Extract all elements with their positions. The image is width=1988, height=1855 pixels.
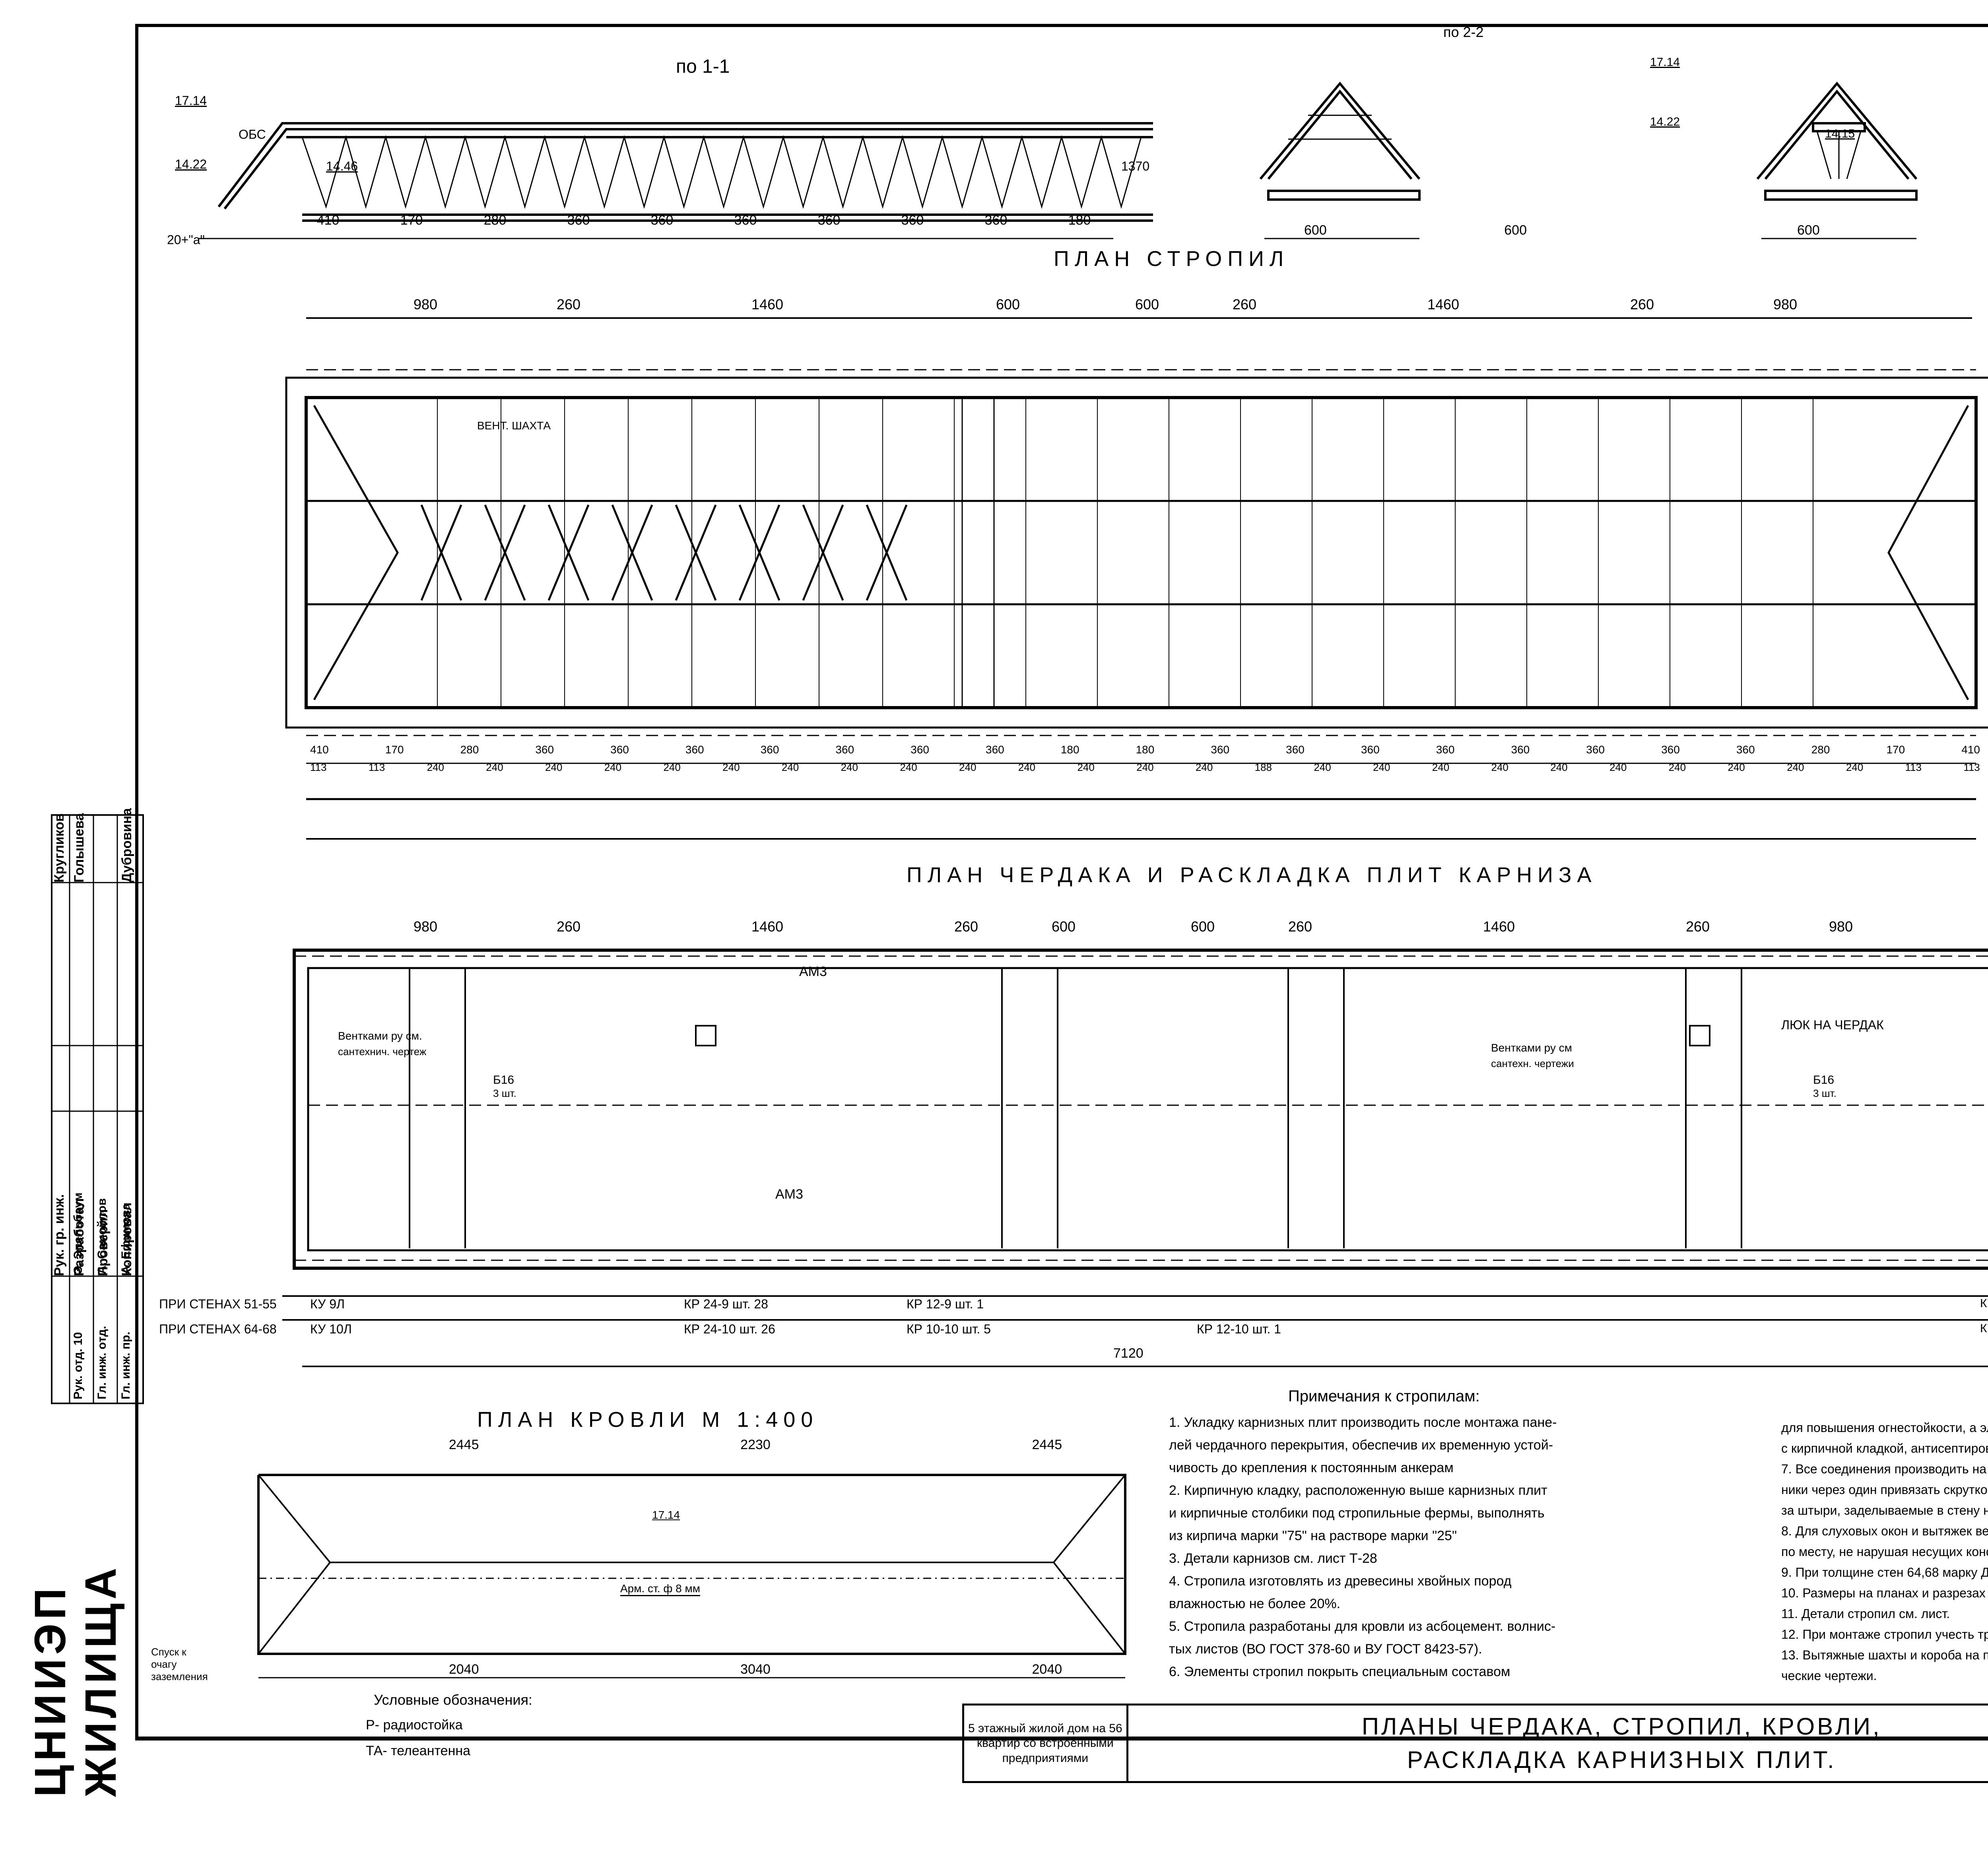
attic-plan-drawing [282,949,1988,1321]
sig-name-6: А. Самойлов [95,1198,109,1274]
sec22-elev-14-22: 14.22 [1650,115,1680,128]
sig-role-1: Рук. гр. инж. [52,1194,67,1276]
sig-name-2: Голышева [72,813,87,883]
b16-right: Б16 [1813,1073,1835,1087]
row-51-55-label: ПРИ СТЕНАХ 51-55 [159,1297,277,1311]
roof-plan-title: ПЛАН КРОВЛИ М 1:400 [477,1408,819,1432]
b16-left: Б16 [493,1073,514,1087]
row-64-68-label: ПРИ СТЕНАХ 64-68 [159,1322,277,1336]
section-2-2-title: по 2-2 [1443,24,1484,40]
attic-am3-top: АМ3 [799,964,827,979]
elevation-17-14: 17.14 [175,93,207,108]
sig-name-4: Дубровина [119,808,134,883]
signature-grid [51,814,144,1404]
project-desc: 5 этажный жилой дом на 56 квартир со вст… [962,1704,1128,1783]
rafter-plan-title: ПЛАН СТРОПИЛ [1054,247,1289,271]
rafter-plan-drawing [285,317,1988,840]
hatch-label: ЛЮК НА ЧЕРДАК [1781,1018,1884,1032]
attic-plan-title: ПЛАН ЧЕРДАКА И РАСКЛАДКА ПЛИТ КАРНИЗА [907,863,1597,887]
vent-left-1: Вентками ру см. [338,1030,422,1042]
b16-right-qty: 3 шт. [1813,1087,1837,1099]
sig-role-6: Гл. инж. отд. [95,1326,109,1399]
row-64-68-item-1: КР 24-10 шт. 26 [684,1322,775,1336]
vent-left-2: сантехнич. чертеж [338,1046,427,1058]
truss-x-marks [420,504,908,601]
rafter-plan-top-dims: 980 260 1460 600 600 260 1460 260 980 [413,296,1798,312]
overall-dim-line [302,1366,1988,1367]
b16-left-qty: 3 шт. [493,1087,516,1099]
section-2-2-drawing [1259,81,1421,239]
roof-elev: 17.14 [652,1509,680,1521]
vent-right-1: Вентками ру см [1491,1042,1572,1054]
sig-name-1: Кругликов [52,813,67,883]
row-51-55-item-2: КР 12-9 шт. 1 [907,1297,984,1311]
rebar-label: Арм. ст. ф 8 мм [620,1582,701,1596]
sig-name-7: А. Ефимова [119,1203,132,1274]
label-obs: ОБС [239,127,266,142]
title-block: 5 этажный жилой дом на 56 квартир со вст… [962,1704,1988,1783]
elevation-14-46: 14.46 [326,159,358,173]
sig-role-7: Гл. инж. пр. [119,1331,132,1399]
sig-role-5: Рук. отд. 10 [72,1332,85,1399]
legend-item-radio: Р- радиостойка [366,1717,463,1733]
sig-name-5: Э. Эпельбаум [72,1192,85,1274]
row-64-68-item-2: КР 10-10 шт. 5 [907,1322,991,1336]
sec33-elev-14-15: 14.15 [1825,127,1855,140]
overall-dim: 7120 [1113,1346,1143,1361]
notes-col-1: 1. Укладку карнизных плит производить по… [1169,1415,1557,1679]
attic-plan-top-dims: 980 260 1460 260 600 600 260 1460 260 98… [413,918,1853,935]
row-51-55-left: КУ 9Л [310,1297,345,1311]
row-51-55-right: КУ 9П [1980,1297,1988,1310]
grounding-label: Спуск к очагу заземления [151,1646,208,1683]
mark-1370: 1370 [1121,159,1150,173]
signature-block: Рук. гр. инж. Разработал Проверил Копиро… [51,808,144,1404]
row-64-68-item-3: КР 12-10 шт. 1 [1197,1322,1281,1336]
attic-am3-bottom: АМ3 [775,1187,803,1202]
vent-shaft-label: ВЕНТ. ШАХТА [477,419,551,432]
section-1-1-title: по 1-1 [676,56,730,77]
row-64-68-left: КУ 10Л [310,1322,352,1336]
sec22-elev-17-14: 17.14 [1650,56,1680,69]
org-name: ЦНИИЭП ЖИЛИЩА [26,1564,125,1797]
notes-title: Примечания к стропилам: [1288,1387,1480,1405]
org-stamp: ЦНИИЭП ЖИЛИЩА [24,1399,127,1797]
elevation-14-22: 14.22 [175,157,207,171]
section-1-1-drawing [199,122,1153,239]
vent-right-2: сантехн. чертежи [1491,1058,1574,1069]
roof-plan-drawing [257,1474,1126,1678]
offset-label: 20+"а" [167,233,205,247]
section-3-3-drawing [1756,81,1918,239]
legend-item-tv: ТА- телеантенна [366,1743,471,1758]
row-64-68-right: КУ 10П [1980,1322,1988,1335]
sheet-title: ПЛАНЫ ЧЕРДАКА, СТРОПИЛ, КРОВЛИ, РАСКЛАДК… [1126,1704,1988,1783]
notes-col-2: для повышения огнестойкости, а элементы … [1781,1420,1988,1683]
legend-title: Условные обозначения: [374,1692,532,1708]
row-51-55-item-1: КР 24-9 шт. 28 [684,1297,768,1311]
